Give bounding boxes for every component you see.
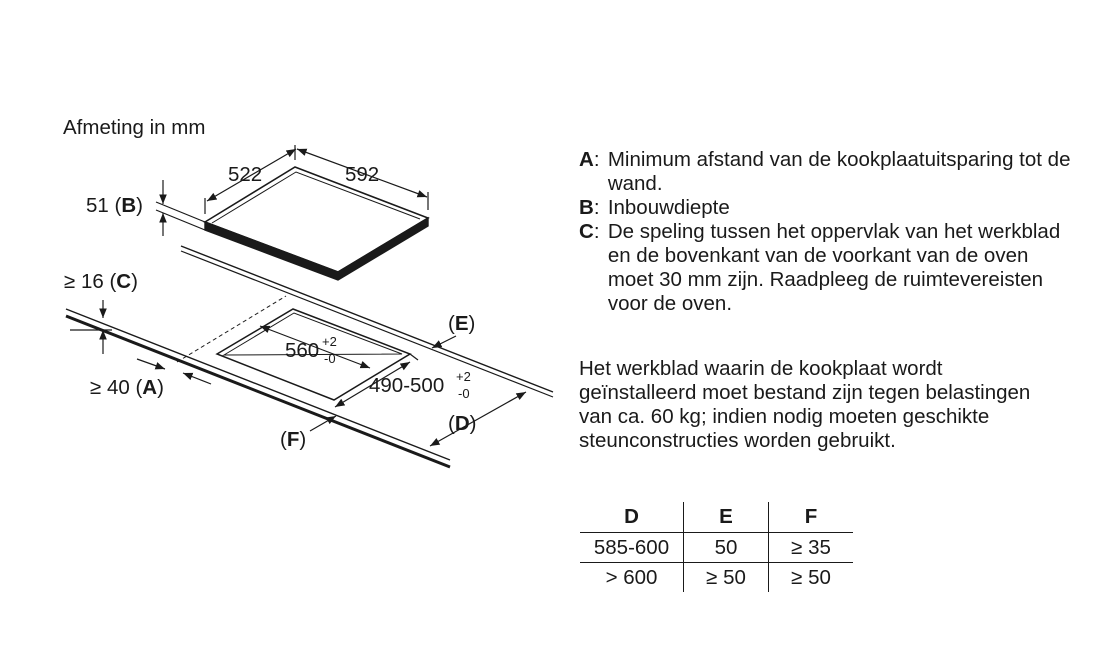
label-490-tol-plus: +2 — [456, 369, 471, 384]
label-560-tol-minus: -0 — [324, 351, 336, 366]
clearance-table: D E F 585-600 50 ≥ 35 > 600 ≥ 50 ≥ 50 — [580, 502, 853, 592]
dim-line-522 — [206, 148, 297, 202]
legend-colon: : — [593, 148, 600, 171]
worktop-back-edge — [180, 245, 554, 393]
legend-text: Minimum afstand van de kookplaatuitspari… — [607, 148, 1071, 195]
hob-dimensions — [155, 145, 429, 236]
legend-colon: : — [593, 196, 600, 219]
legend-item-c: C : De speling tussen het oppervlak van … — [579, 220, 1079, 316]
table-header-f: F — [768, 502, 853, 533]
label-490-tol-minus: -0 — [458, 386, 470, 401]
legend-key: B — [579, 196, 594, 219]
legend-colon: : — [593, 220, 600, 243]
worktop-dimensions — [70, 300, 527, 447]
table-header-d: D — [580, 502, 684, 533]
table-cell: ≥ 35 — [768, 532, 853, 563]
legend-text: Inbouwdiepte — [607, 196, 730, 219]
worktop-front-edge — [65, 308, 451, 461]
table-row: > 600 ≥ 50 ≥ 50 — [580, 562, 853, 592]
dim-line-40 — [136, 358, 166, 370]
label-560-tol-plus: +2 — [322, 334, 337, 349]
label-16-c: ≥ 16 (C) — [64, 270, 138, 293]
table-cell: ≥ 50 — [683, 562, 769, 592]
label-522: 522 — [228, 163, 262, 186]
leader-d — [429, 391, 527, 447]
table-row: 585-600 50 ≥ 35 — [580, 532, 853, 563]
legend-item-a: A : Minimum afstand van de kookplaatuits… — [579, 148, 1079, 196]
table-header-row: D E F — [580, 502, 853, 533]
dim-line-560 — [259, 325, 371, 369]
leader-f — [309, 415, 337, 432]
hob-plate-inner-edge — [211, 171, 421, 224]
table-cell: > 600 — [605, 565, 658, 589]
table-cell: 50 — [683, 532, 769, 563]
legend-key: A — [579, 148, 594, 171]
leader-e — [431, 335, 457, 349]
label-560: 560 — [285, 339, 319, 362]
label-d: (D) — [448, 412, 476, 435]
legend-key: C — [579, 220, 594, 243]
label-f: (F) — [280, 428, 306, 451]
label-e: (E) — [448, 312, 475, 335]
label-490-500: 490-500 — [369, 374, 444, 397]
legend-item-b: B : Inbouwdiepte — [579, 196, 1079, 220]
legend-text: De speling tussen het oppervlak van het … — [607, 220, 1061, 315]
dim-line-592 — [296, 148, 428, 198]
load-note: Het werkblad waarin de kookplaat wordt g… — [579, 357, 1031, 452]
unit-title: Afmeting in mm — [63, 116, 205, 139]
legend: A : Minimum afstand van de kookplaatuits… — [579, 148, 1079, 316]
label-40-a: ≥ 40 (A) — [90, 376, 164, 399]
table-cell: ≥ 50 — [768, 562, 853, 592]
label-592: 592 — [345, 163, 379, 186]
dim-line-490-500 — [334, 361, 411, 408]
table-cell: 585-600 — [580, 532, 684, 563]
wall-dashed-line — [176, 295, 287, 363]
label-51-b: 51 (B) — [86, 194, 143, 217]
installation-diagram: Afmeting in mm 522 592 — [63, 116, 554, 469]
table-header-e: E — [683, 502, 769, 533]
